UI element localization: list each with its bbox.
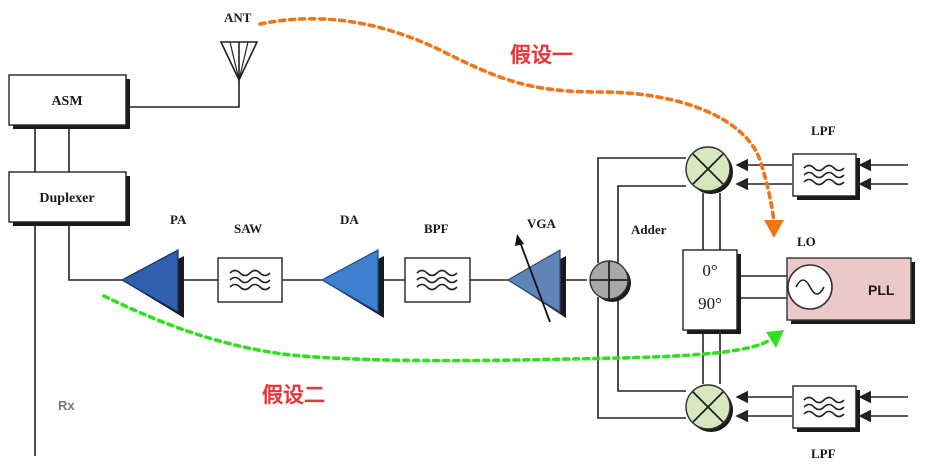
duplexer-label: Duplexer	[39, 191, 94, 206]
mixer-top-icon	[685, 146, 733, 194]
asm-block: ASM	[8, 74, 130, 129]
asm-label: ASM	[51, 94, 82, 109]
phase-shifter-block: 0° 90°	[682, 249, 741, 334]
pa-label: PA	[170, 212, 187, 227]
oscillator-icon	[787, 264, 833, 310]
phase-0-label: 0°	[702, 261, 717, 280]
ant-label: ANT	[224, 10, 252, 25]
lo-label: LO	[797, 234, 816, 249]
lpf-bottom-filter-icon	[792, 385, 860, 432]
bpf-filter-icon	[404, 257, 471, 303]
pa-amplifier-icon	[120, 248, 184, 318]
vga-label: VGA	[527, 216, 557, 231]
antenna-icon	[219, 41, 259, 82]
rx-label: Rx	[58, 398, 75, 413]
hypothesis-1-path	[258, 17, 784, 238]
saw-label: SAW	[234, 221, 262, 236]
mixer-bottom-icon	[685, 384, 733, 432]
lpf-bottom-label: LPF	[811, 446, 836, 461]
adder-icon	[589, 260, 631, 302]
vga-amplifier-icon	[506, 234, 566, 323]
lpf-top-filter-icon	[792, 153, 860, 200]
da-amplifier-icon	[320, 248, 384, 318]
hypothesis-1-label: 假设一	[510, 43, 573, 67]
hypothesis-2-label: 假设二	[262, 383, 325, 407]
da-label: DA	[340, 212, 359, 227]
pll-label: PLL	[868, 282, 895, 298]
duplexer-block: Duplexer	[8, 171, 130, 226]
adder-label: Adder	[631, 222, 667, 237]
phase-90-label: 90°	[698, 294, 722, 313]
saw-filter-icon	[217, 257, 283, 303]
bpf-label: BPF	[424, 221, 449, 236]
lpf-top-label: LPF	[811, 123, 836, 138]
hypothesis-2-path	[102, 294, 784, 363]
